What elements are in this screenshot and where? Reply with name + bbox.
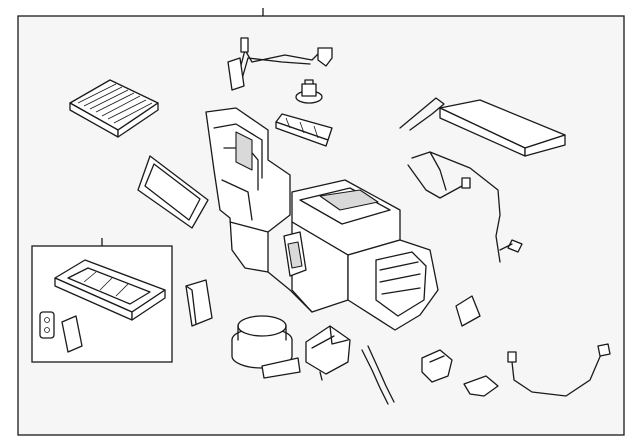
wiring-harness-upper (227, 37, 333, 91)
tube-cover (399, 97, 566, 157)
actuator-left (305, 325, 351, 381)
connector-clip (295, 79, 323, 104)
heater-core-kit (31, 238, 173, 363)
actuator-middle (421, 349, 453, 383)
mode-door (185, 279, 213, 327)
wiring-pigtail (507, 343, 611, 397)
seal-small (61, 315, 83, 353)
gasket-frame (137, 155, 209, 229)
bracket (455, 295, 481, 327)
sensor-clip (463, 375, 499, 397)
evaporator-heater-case-assembly (205, 107, 439, 331)
blower-motor (231, 315, 301, 379)
seal-strip (275, 113, 333, 147)
hose-small (361, 345, 395, 405)
wiring-harness-right (407, 151, 523, 263)
heater-core (54, 259, 166, 321)
clip-small (39, 311, 55, 339)
evaporator-core (69, 79, 159, 138)
